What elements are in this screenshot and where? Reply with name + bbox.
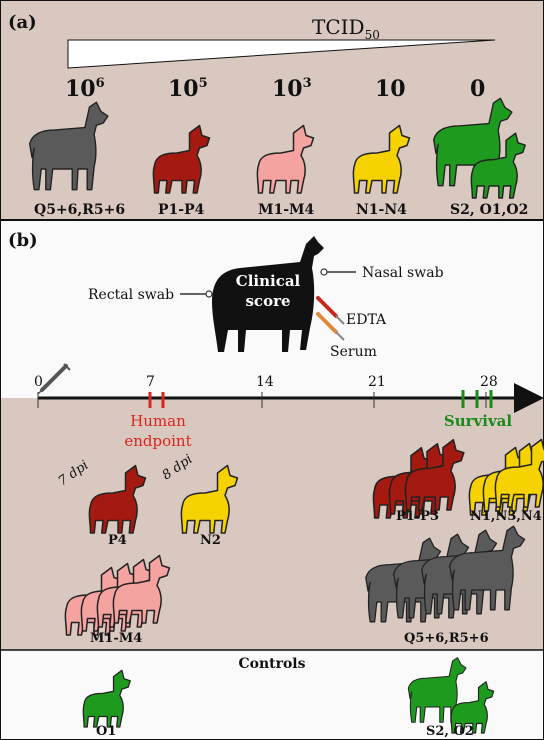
- nasal-swab-tip-icon: [321, 269, 327, 275]
- controls-title: Controls: [238, 656, 305, 672]
- group-label-3: M1-M4: [258, 202, 315, 218]
- survival-label: Survival: [444, 412, 512, 430]
- o1-label: O1: [96, 724, 116, 739]
- tick-7: 7: [146, 374, 155, 390]
- group-label-5: S2, O1,O2: [450, 202, 528, 218]
- dose-label-5: 0: [470, 76, 485, 102]
- nasal-swab-label: Nasal swab: [362, 265, 444, 281]
- s2o2-label: S2, O2: [426, 724, 474, 739]
- human-endpoint-line2: endpoint: [124, 432, 191, 450]
- group-label-1: Q5+6,R5+6: [34, 202, 125, 218]
- p1p3-label: P1-P3: [396, 509, 439, 524]
- rectal-swab-label: Rectal swab: [88, 287, 174, 303]
- serum-label: Serum: [330, 344, 377, 360]
- m1m4-label: M1-M4: [90, 631, 142, 646]
- human-endpoint-line1: Human: [130, 412, 186, 430]
- q-r-label: Q5+6,R5+6: [404, 631, 489, 646]
- rectal-swab-tip-icon: [206, 291, 212, 297]
- panel-a-label: (a): [8, 12, 37, 33]
- dose-label-4: 10: [375, 76, 406, 102]
- panel-b-label: (b): [8, 230, 38, 251]
- clinical-score-line2: score: [245, 292, 290, 310]
- group-label-2: P1-P4: [158, 202, 205, 218]
- n134-label: N1,N3,N4: [470, 509, 542, 524]
- group-label-4: N1-N4: [356, 202, 407, 218]
- edta-label: EDTA: [346, 312, 387, 328]
- tick-14: 14: [256, 374, 274, 390]
- clinical-score-line1: Clinical: [236, 272, 301, 290]
- p4-label: P4: [108, 533, 127, 548]
- tick-21: 21: [368, 374, 386, 390]
- tick-28: 28: [480, 374, 498, 390]
- n2-label: N2: [200, 533, 221, 548]
